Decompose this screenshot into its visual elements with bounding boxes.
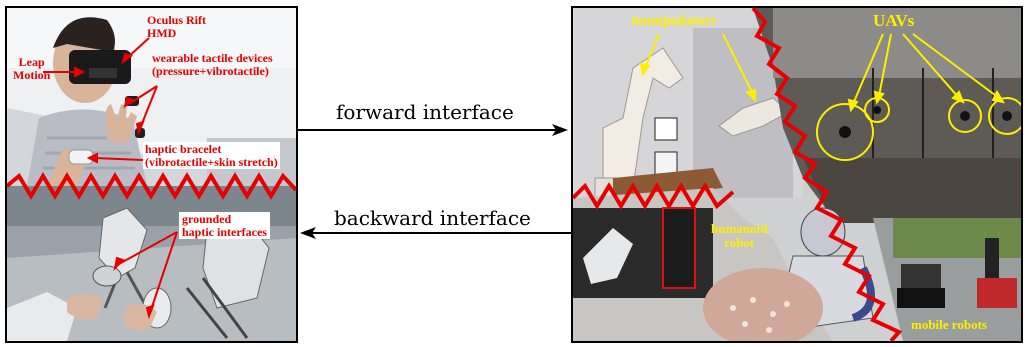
forward-arrow <box>298 124 568 136</box>
leap-motion-label: Leap Motion <box>13 55 51 82</box>
uavs-label: UAVs <box>873 11 915 30</box>
haptic-bracelet-label: haptic bracelet (vibrotactile+skin stret… <box>143 142 280 170</box>
mobile-robots-label: mobile robots <box>911 317 987 332</box>
left-zigzag-separator <box>7 172 296 200</box>
robots-panel: manipulators UAVs humanoid robot mobile … <box>571 6 1023 343</box>
yellow-pointer-arrows <box>639 33 1006 113</box>
backward-interface-label: backward interface <box>334 206 531 230</box>
operator-panel: Oculus Rift HMD Leap Motion wearable tac… <box>5 6 298 343</box>
grounded-interfaces-label: grounded haptic interfaces <box>179 212 270 240</box>
forward-interface-label: forward interface <box>336 100 514 124</box>
backward-arrow <box>300 227 572 239</box>
robots-scene <box>573 8 1021 341</box>
humanoid-robot-label: humanoid robot <box>711 221 768 250</box>
operator-scene <box>7 8 296 341</box>
manipulators-label: manipulators <box>631 13 717 29</box>
hmd-label: Oculus Rift HMD <box>147 13 207 40</box>
right-zigzag-separators <box>573 8 903 341</box>
tactile-devices-label: wearable tactile devices (pressure+vibro… <box>152 51 273 78</box>
